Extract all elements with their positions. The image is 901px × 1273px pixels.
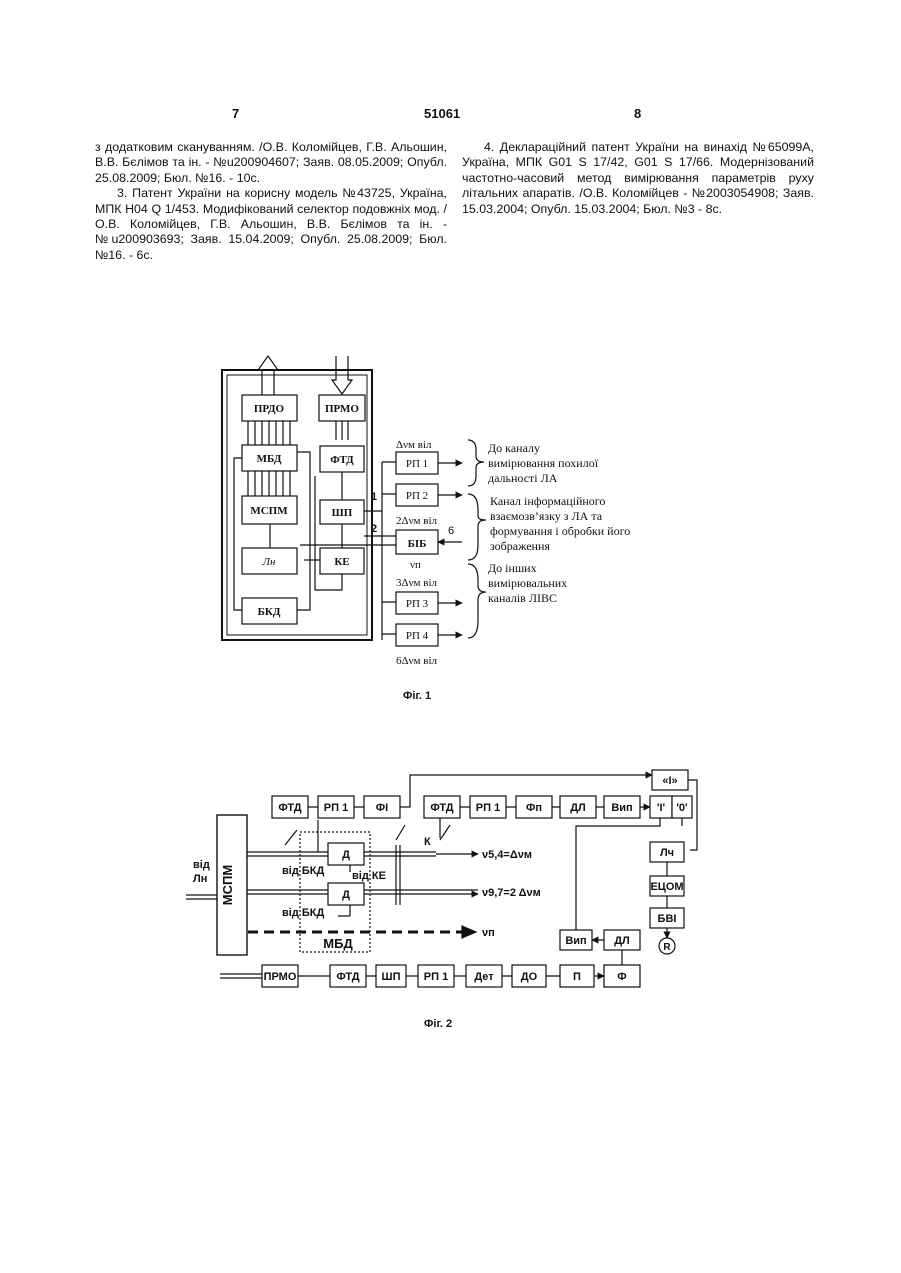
label-ln: Лн (193, 873, 207, 885)
block-zero: '0' (676, 802, 688, 814)
block-rp1-c: РП 1 (424, 971, 448, 983)
block-i: «І» (662, 775, 677, 787)
block-vip-b: Вип (565, 935, 586, 947)
freq-label-vn: νп (482, 927, 495, 939)
block-fi: ФІ (376, 802, 388, 814)
block-etsom: ЕЦОМ (650, 881, 683, 893)
label-vid-bkd-2: від БКД (282, 907, 324, 919)
block-d2: Д (342, 889, 350, 901)
block-ke: КЕ (334, 556, 349, 568)
block-det: Дет (474, 971, 494, 983)
block-fp: Фп (526, 802, 542, 814)
block-bib: БІБ (408, 538, 427, 550)
freq-label-3: 3Δνм віл (396, 577, 438, 589)
block-lch: Лч (660, 847, 674, 859)
line-number-6: 6 (448, 525, 454, 537)
note-other-3: каналів ЛІВС (488, 591, 557, 605)
figure-2-diagram: МСПМ ФТД РП 1 ФІ ФТД РП 1 Фп ДЛ Вип 'І' … (0, 740, 901, 1020)
note-channel-3: формування і обробки його (490, 524, 630, 538)
block-rp3: РП 3 (406, 598, 429, 610)
block-dl-b: ДЛ (614, 935, 630, 947)
block-ftd-c: ФТД (336, 971, 359, 983)
block-ln: Лн (262, 556, 276, 568)
block-d1: Д (342, 849, 350, 861)
block-ftd-b: ФТД (430, 802, 453, 814)
block-prdo: ПРДО (254, 403, 285, 415)
block-rp1: РП 1 (406, 458, 428, 470)
figure-1-diagram: ПРДО ПРМО МБД ФТД МСПМ ШП Лн КЕ БКД БІБ … (0, 0, 901, 700)
figure-1-caption: Фіг. 1 (403, 690, 431, 702)
figure-2-caption: Фіг. 2 (424, 1018, 452, 1030)
block-ftd: ФТД (330, 454, 354, 466)
freq-label-vn: νп (410, 559, 421, 571)
freq-label-4: 6Δνм віл (396, 655, 438, 667)
block-bvi: БВІ (658, 913, 677, 925)
freq-label-54: ν5,4=Δνм (482, 849, 532, 861)
block-shp: ШП (332, 507, 353, 519)
block-one: 'І' (657, 802, 666, 814)
block-rp2: РП 2 (406, 490, 428, 502)
block-dl-a: ДЛ (570, 802, 586, 814)
block-prmo: ПРМО (264, 971, 297, 983)
label-k: К (424, 836, 431, 848)
block-rp4: РП 4 (406, 630, 429, 642)
block-vip-a: Вип (611, 802, 632, 814)
block-ftd-a: ФТД (278, 802, 301, 814)
freq-label-1: Δνм віл (396, 439, 432, 451)
line-number-1: 1 (371, 491, 377, 503)
note-distance-1: До каналу (488, 441, 540, 455)
block-shp: ШП (382, 971, 401, 983)
block-r: R (663, 942, 671, 953)
block-mspm: МСПМ (220, 865, 235, 905)
note-channel-1: Канал інформаційного (490, 494, 605, 508)
block-mspm: МСПМ (250, 505, 288, 517)
label-vid: від (193, 859, 210, 871)
line-number-2: 2 (371, 523, 377, 535)
block-f: Ф (617, 971, 626, 983)
block-prmo: ПРМО (325, 403, 359, 415)
note-other-1: До інших (488, 561, 537, 575)
block-do: ДО (521, 971, 538, 983)
label-vid-ke: від КЕ (352, 870, 386, 882)
block-rp1-b: РП 1 (476, 802, 500, 814)
block-p: П (573, 971, 581, 983)
freq-label-97: ν9,7=2 Δνм (482, 887, 541, 899)
freq-label-2: 2Δνм віл (396, 515, 438, 527)
note-channel-2: взаємозв’язку з ЛА та (490, 509, 603, 523)
block-mbd: МБД (257, 453, 282, 465)
block-bkd: БКД (258, 606, 281, 618)
block-mbd: МБД (323, 936, 353, 951)
note-channel-4: зображення (490, 539, 550, 553)
label-vid-bkd-1: від БКД (282, 865, 324, 877)
block-rp1-a: РП 1 (324, 802, 348, 814)
note-distance-3: дальності ЛА (488, 471, 558, 485)
note-distance-2: вимірювання похилої (488, 456, 599, 470)
note-other-2: вимірювальних (488, 576, 567, 590)
